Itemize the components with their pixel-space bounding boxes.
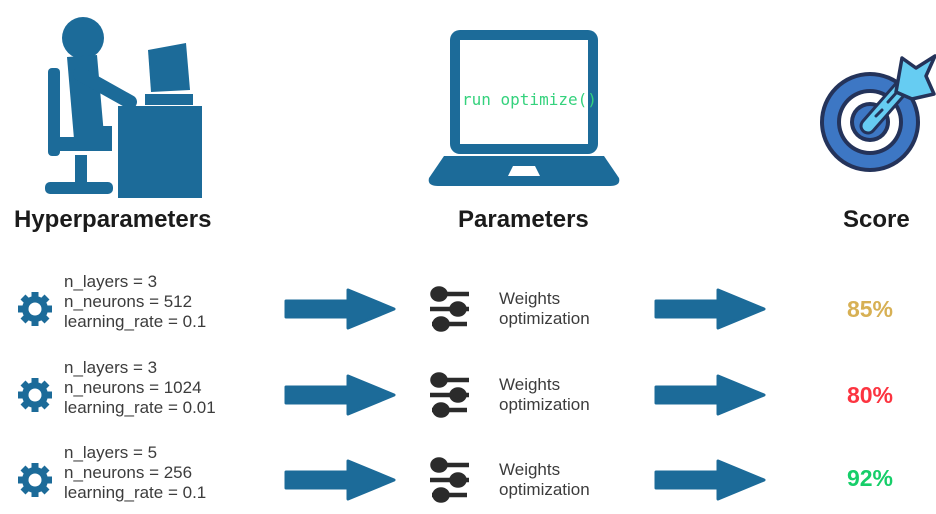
target-icon xyxy=(820,54,936,172)
process-label: Weights optimization xyxy=(499,460,590,499)
sliders-icon xyxy=(430,286,469,332)
sliders-icon xyxy=(430,372,469,418)
hyperparameters-heading: Hyperparameters xyxy=(14,206,212,233)
param-line: n_neurons = 256 xyxy=(64,463,193,482)
score-value: 92% xyxy=(846,465,894,491)
hyperparameter-values: n_layers = 3 n_neurons = 512 learning_ra… xyxy=(64,272,289,332)
trial-row: n_layers = 3 n_neurons = 1024 learning_r… xyxy=(0,352,936,438)
arrow-right-icon xyxy=(654,288,766,330)
arrow-right-icon xyxy=(284,374,396,416)
laptop-icon xyxy=(428,30,620,186)
score-heading: Score xyxy=(843,206,910,233)
gear-icon xyxy=(18,292,52,326)
arrow-right-icon xyxy=(654,459,766,501)
score-value: 80% xyxy=(846,382,894,408)
arrow-right-icon xyxy=(654,374,766,416)
gear-icon xyxy=(18,463,52,497)
laptop-screen-code: run optimize() xyxy=(462,90,597,109)
param-line: n_layers = 5 xyxy=(64,443,158,462)
process-label: Weights optimization xyxy=(499,375,590,414)
trial-row: n_layers = 5 n_neurons = 256 learning_ra… xyxy=(0,437,936,514)
arrow-right-icon xyxy=(284,459,396,501)
hyperparameter-values: n_layers = 3 n_neurons = 1024 learning_r… xyxy=(64,358,289,418)
param-line: learning_rate = 0.1 xyxy=(64,312,207,331)
param-line: learning_rate = 0.1 xyxy=(64,483,207,502)
param-line: n_neurons = 1024 xyxy=(64,378,202,397)
param-line: n_neurons = 512 xyxy=(64,292,193,311)
param-line: n_layers = 3 xyxy=(64,272,158,291)
score-value: 85% xyxy=(846,296,894,322)
gear-icon xyxy=(18,378,52,412)
param-line: learning_rate = 0.01 xyxy=(64,398,216,417)
arrow-right-icon xyxy=(284,288,396,330)
sliders-icon xyxy=(430,457,469,503)
parameters-heading: Parameters xyxy=(458,206,589,233)
param-line: n_layers = 3 xyxy=(64,358,158,377)
hyperparameter-values: n_layers = 5 n_neurons = 256 learning_ra… xyxy=(64,443,289,503)
trial-row: n_layers = 3 n_neurons = 512 learning_ra… xyxy=(0,266,936,352)
person-at-desk-icon xyxy=(45,17,202,198)
process-label: Weights optimization xyxy=(499,289,590,328)
